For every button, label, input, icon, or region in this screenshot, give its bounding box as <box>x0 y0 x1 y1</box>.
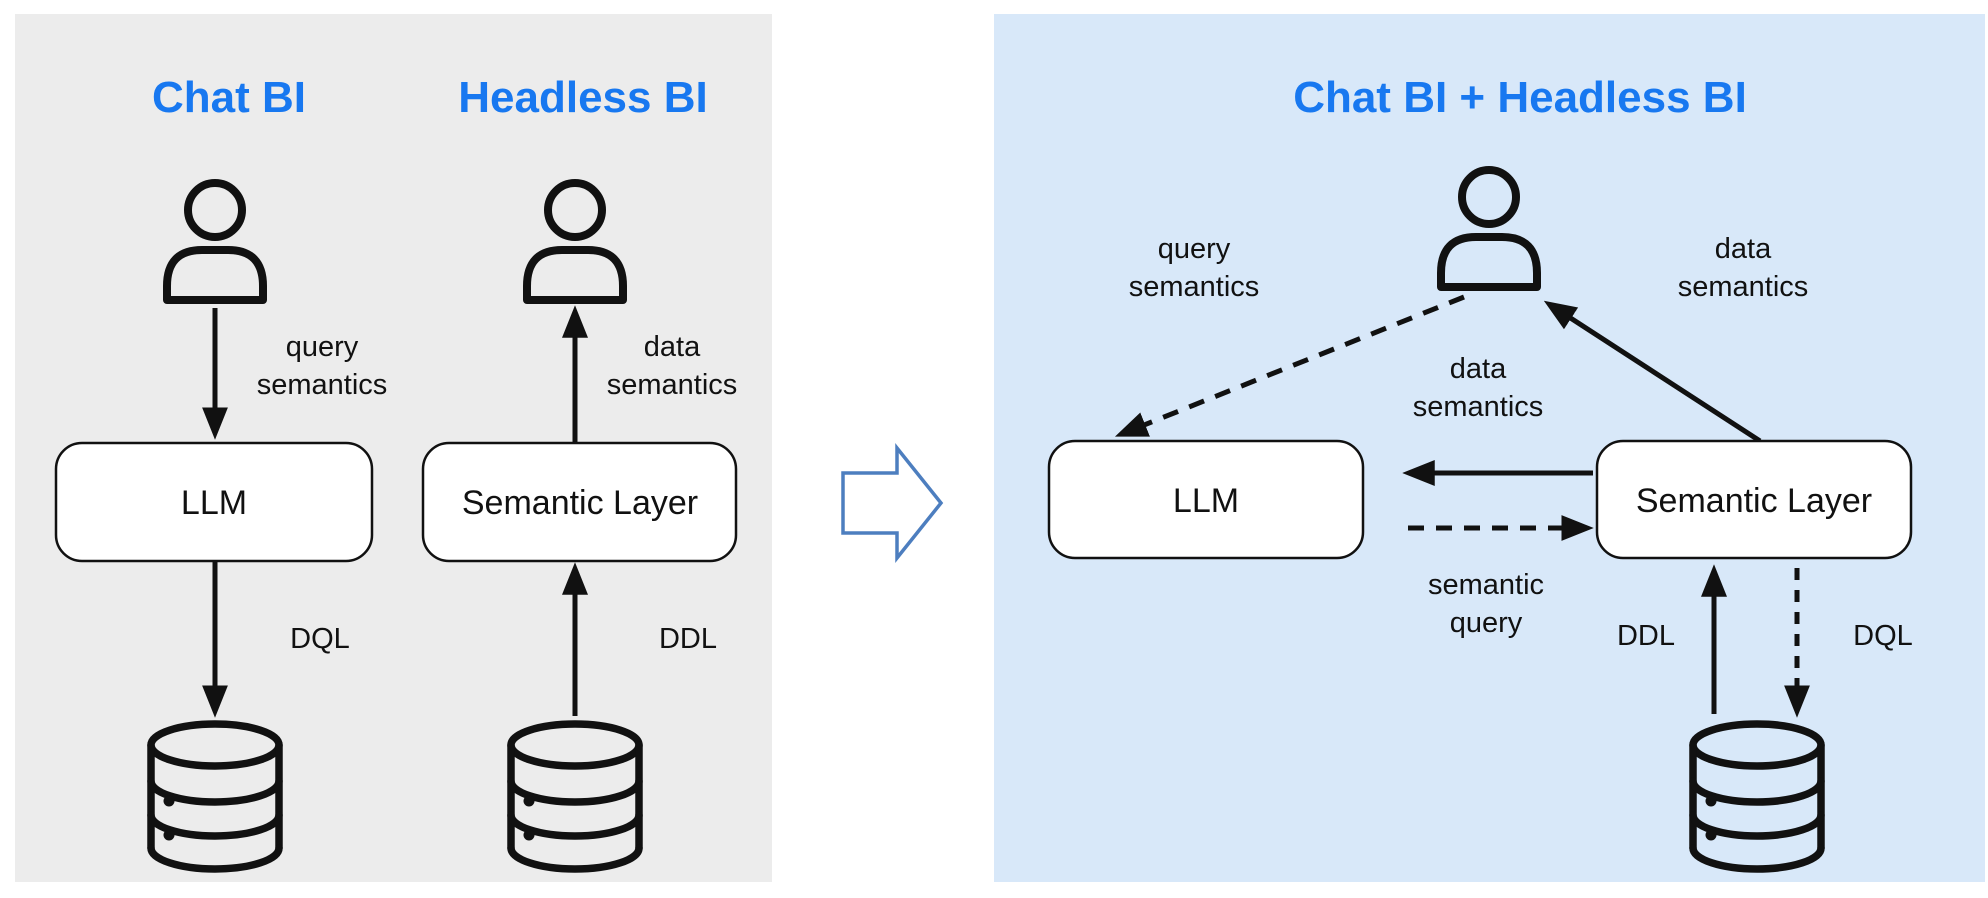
data-semantics-top-label-line1: data <box>1715 233 1772 265</box>
ddl-label: DDL <box>659 623 717 655</box>
data-semantics-label-line1: data <box>644 331 701 363</box>
data-semantics-top-label-line2: semantics <box>1678 271 1809 303</box>
query-semantics-label-line2: semantics <box>257 369 388 401</box>
chat-bi-title: Chat BI <box>152 73 306 122</box>
headless-bi-column: Headless BI data semantics Semantic Laye… <box>421 73 738 869</box>
semantic-query-label-line2: query <box>1450 607 1523 639</box>
query-semantics-dashed-arrow <box>1114 294 1465 437</box>
semantic-layer-box-label: Semantic Layer <box>1636 482 1872 520</box>
semantic-layer-box <box>421 441 738 563</box>
semantic-query-label-line1: semantic <box>1428 569 1544 601</box>
ddl-label: DDL <box>1617 620 1675 652</box>
data-semantics-label-line2: semantics <box>607 369 738 401</box>
semantic-layer-box <box>1595 439 1913 560</box>
data-semantics-mid-label-line2: semantics <box>1413 391 1544 423</box>
headless-bi-title: Headless BI <box>458 73 707 122</box>
llm-box-label: LLM <box>1173 482 1239 520</box>
dql-label: DQL <box>1853 620 1913 652</box>
data-semantics-to-user-arrow <box>1543 300 1762 444</box>
transform-right-arrow-icon <box>841 443 944 563</box>
query-semantics-label-line1: query <box>1158 233 1231 265</box>
query-semantics-label-line1: query <box>286 331 359 363</box>
combined-title: Chat BI + Headless BI <box>1293 73 1747 122</box>
data-semantics-mid-label-line1: data <box>1450 353 1507 385</box>
chat-bi-column: Chat BI query semantics LLM DQL <box>54 73 388 869</box>
query-semantics-label-line2: semantics <box>1129 271 1260 303</box>
semantic-layer-box-label: Semantic Layer <box>462 484 698 522</box>
llm-box <box>1047 439 1365 560</box>
dql-label: DQL <box>290 623 350 655</box>
combined-bi-diagram: Chat BI + Headless BI query semantics da… <box>1047 73 1913 869</box>
llm-box-label: LLM <box>181 484 247 522</box>
